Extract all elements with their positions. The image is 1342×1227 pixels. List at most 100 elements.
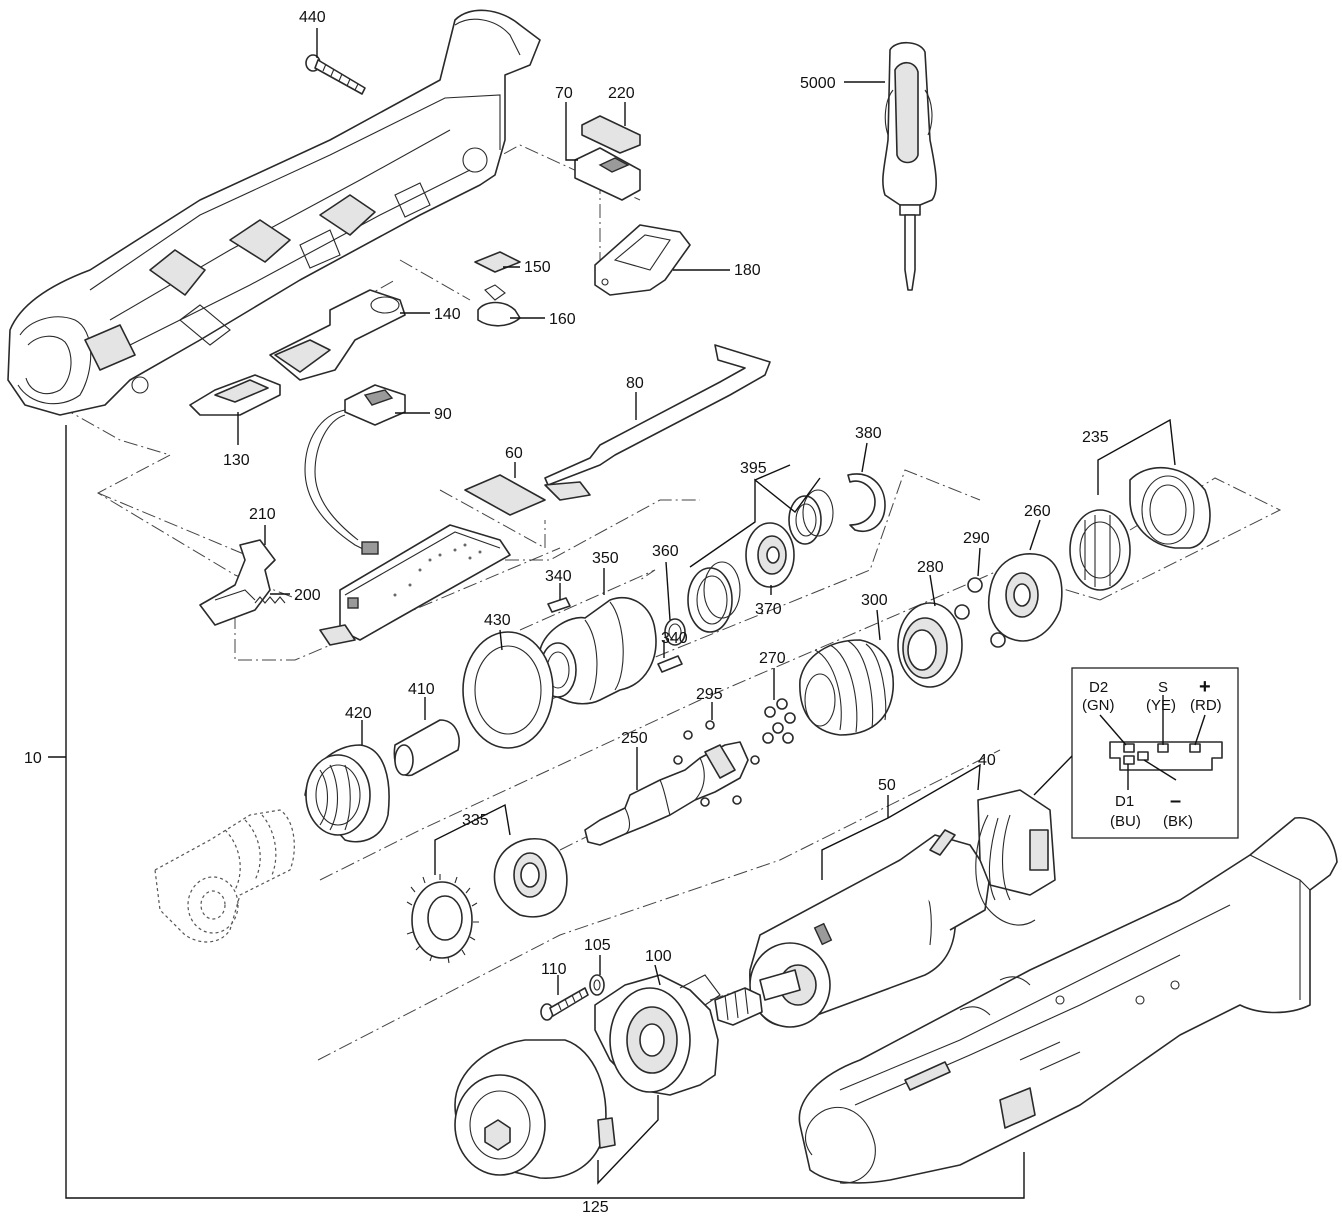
label-235: 235 — [1082, 429, 1109, 446]
label-5000: 5000 — [800, 75, 836, 92]
label-130: 130 — [223, 452, 250, 469]
label-125: 125 — [582, 1199, 609, 1216]
label-150: 150 — [524, 259, 551, 276]
part-number-labels: 440 5000 70 220 150 180 140 160 80 90 13… — [24, 9, 1109, 1216]
label-280: 280 — [917, 559, 944, 576]
label-335: 335 — [462, 812, 489, 829]
label-50: 50 — [878, 777, 896, 794]
label-295: 295 — [696, 686, 723, 703]
label-200: 200 — [294, 587, 321, 604]
label-250: 250 — [621, 730, 648, 747]
part-395-washer-a — [687, 561, 741, 633]
part-70-block — [574, 147, 641, 201]
part-110-screw — [540, 987, 589, 1021]
label-270: 270 — [759, 650, 786, 667]
part-350-gear-sleeve — [539, 596, 657, 705]
part-395-washer-b — [788, 489, 834, 545]
label-300: 300 — [861, 592, 888, 609]
pin-plus-label: + — [1199, 676, 1211, 698]
part-105-washer — [589, 974, 605, 996]
label-180: 180 — [734, 262, 761, 279]
assembly-bracket-10 — [48, 425, 1025, 1199]
part-50-motor — [714, 829, 991, 1028]
part-140-membrane — [269, 289, 406, 381]
pin-d1-color: (BU) — [1110, 813, 1141, 830]
part-295-balls — [673, 720, 760, 807]
part-260-cam-carrier — [988, 553, 1063, 642]
pin-plus-color: (RD) — [1190, 697, 1222, 714]
label-100: 100 — [645, 948, 672, 965]
part-370-bearing — [745, 522, 795, 588]
part-300-spring — [799, 639, 895, 736]
connector-pinout-box — [1033, 667, 1239, 839]
part-40-connector-block — [975, 789, 1056, 926]
label-10: 10 — [24, 750, 42, 767]
label-210: 210 — [249, 506, 276, 523]
part-280-ring — [897, 602, 963, 688]
part-430-washer — [462, 631, 554, 749]
label-70: 70 — [555, 85, 573, 102]
label-430: 430 — [484, 612, 511, 629]
part-440-screw — [305, 54, 366, 95]
label-340b: 340 — [661, 630, 688, 647]
part-335-gear — [406, 874, 479, 964]
part-80-flex-ribbon — [544, 344, 771, 501]
label-395: 395 — [740, 460, 767, 477]
label-105: 105 — [584, 937, 611, 954]
part-130-button — [189, 374, 281, 416]
label-410: 410 — [408, 681, 435, 698]
part-340-pin-lower — [657, 655, 683, 673]
label-440: 440 — [299, 9, 326, 26]
pin-d2-color: (GN) — [1082, 697, 1115, 714]
label-380: 380 — [855, 425, 882, 442]
part-290-balls — [954, 577, 1006, 648]
connector-pinout-labels: D2 (GN) S (YE) + (RD) D1 (BU) – (BK) — [1082, 676, 1222, 830]
part-150-pad — [474, 251, 521, 273]
pin-d1-label: D1 — [1115, 793, 1134, 810]
part-90-switch-cable — [304, 384, 406, 555]
label-80: 80 — [626, 375, 644, 392]
part-335-planet-carrier — [493, 838, 568, 918]
label-60: 60 — [505, 445, 523, 462]
label-110: 110 — [541, 961, 567, 978]
label-260: 260 — [1024, 503, 1051, 520]
part-100-gear-housing — [594, 974, 721, 1096]
part-360-ring — [664, 618, 686, 646]
housing-half-shell — [7, 9, 541, 416]
part-5000-screwdriver — [882, 41, 938, 291]
part-180-switch-cap — [594, 224, 691, 296]
part-220-pad — [581, 115, 641, 154]
part-60-circuit-board — [319, 474, 546, 646]
part-410-sleeve — [393, 719, 460, 777]
label-160: 160 — [549, 311, 576, 328]
label-40: 40 — [978, 752, 996, 769]
part-420-nut — [304, 744, 390, 843]
part-270-ball-cage — [762, 698, 796, 744]
pin-s-label: S — [1158, 679, 1168, 696]
part-200-spring — [254, 596, 286, 604]
leader-lines — [237, 28, 1176, 1185]
part-340-pin-upper — [547, 597, 571, 613]
part-235-ring — [1069, 509, 1131, 591]
part-125-gear-case — [454, 1039, 616, 1179]
label-290: 290 — [963, 530, 990, 547]
label-140: 140 — [434, 306, 461, 323]
part-210-lever — [199, 539, 276, 626]
part-250-spindle — [584, 741, 749, 846]
label-90: 90 — [434, 406, 452, 423]
label-360: 360 — [652, 543, 679, 560]
pin-d2-label: D2 — [1089, 679, 1108, 696]
label-370: 370 — [755, 601, 782, 618]
dotted-attachment-head — [154, 809, 295, 943]
label-340a: 340 — [545, 568, 572, 585]
part-235-nut — [1129, 466, 1211, 549]
label-350: 350 — [592, 550, 619, 567]
pin-minus-color: (BK) — [1163, 813, 1193, 830]
pin-minus-label: – — [1170, 790, 1181, 812]
label-420: 420 — [345, 705, 372, 722]
pin-s-color: (YE) — [1146, 697, 1176, 714]
label-220: 220 — [608, 85, 635, 102]
part-160-contact — [477, 284, 521, 327]
